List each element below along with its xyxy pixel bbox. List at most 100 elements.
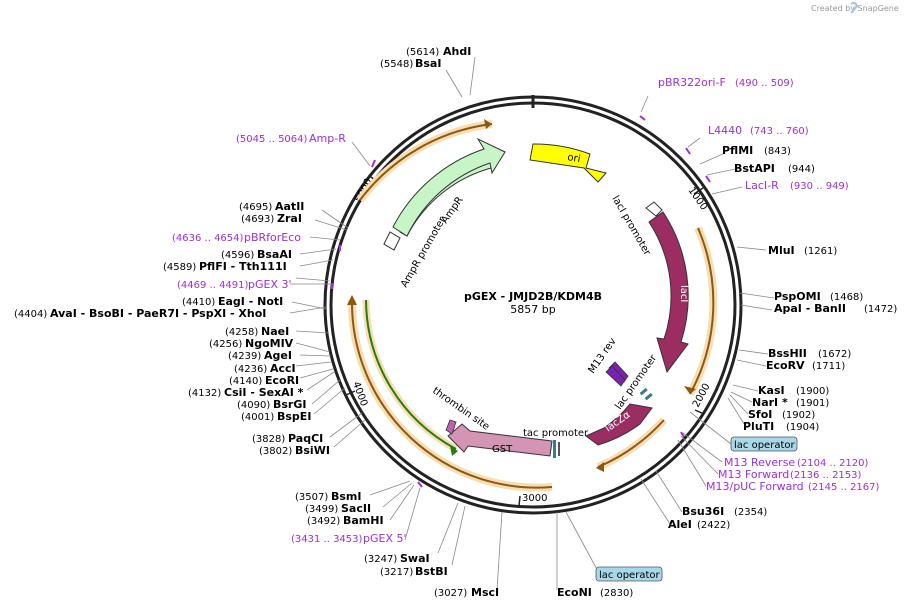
svg-text:(743 .. 760): (743 .. 760) [750,126,809,137]
enzyme-ecorv[interactable]: EcoRV (1711) [766,359,845,372]
svg-text:M13 Reverse: M13 Reverse [724,456,795,469]
svg-text:(1900): (1900) [796,386,829,397]
svg-text:EagI - NotI: EagI - NotI [218,295,283,308]
feature-thrombin-site[interactable] [445,419,457,435]
svg-text:L4440: L4440 [708,124,742,137]
enzyme-kasi[interactable]: KasI (1900) [758,384,829,397]
svg-text:(4239): (4239) [228,351,261,362]
enzyme-nari[interactable]: NarI * (1901) [752,396,829,409]
enzyme-sacii[interactable]: (3499) SacII [305,502,371,515]
enzyme-bsshii[interactable]: BssHII (1672) [768,347,851,360]
enzyme-bstbi[interactable]: (3217) BstBI [380,565,448,578]
orf-arc-inner-left [362,299,458,456]
primer-m13-reverse[interactable]: M13 Reverse (2104 .. 2120) [724,456,869,469]
enzyme-bspei[interactable]: (4001) BspEI [241,410,311,423]
enzyme-ngomiv[interactable]: (4256) NgoMIV [209,337,294,350]
primer-laci-r[interactable]: LacI-R (930 .. 949) [745,179,849,192]
snapgene-logo-icon [850,1,859,14]
svg-text:EcoRI: EcoRI [265,374,299,387]
svg-text:(3247): (3247) [364,554,397,565]
svg-text:PflMI: PflMI [722,144,753,157]
enzyme-sfoi[interactable]: SfoI (1902) [748,408,815,421]
feature-tac-promoter-label: tac promoter [523,428,589,439]
svg-text:BspEI: BspEI [277,410,311,423]
enzyme-econi[interactable]: EcoNI (2830) [557,586,633,599]
enzyme-mlui[interactable]: MluI (1261) [768,244,837,257]
svg-text:(4140): (4140) [229,376,262,387]
svg-text:PflFI - Tth111I: PflFI - Tth111I [199,260,287,273]
enzyme-bsmi[interactable]: (3507) BsmI [295,490,362,503]
leader-lines [289,56,775,591]
primer-pgex-5[interactable]: (3431 .. 3453) pGEX 5' [291,532,407,545]
primer-pgex-3[interactable]: (4469 .. 4491) pGEX 3' [177,278,292,291]
enzyme-apai-banii[interactable]: ApaI - BanII (1472) [774,302,897,315]
feature-ori[interactable]: ori [529,143,607,183]
enzyme-acci[interactable]: (4236) AccI [234,362,296,375]
enzyme-pspomi[interactable]: PspOMI (1468) [774,290,863,303]
enzyme-aatii[interactable]: (4695) AatII [239,200,304,213]
enzyme-swai[interactable]: (3247) SwaI [364,552,430,565]
svg-text:lacI: lacI [678,285,689,302]
svg-text:(1472): (1472) [864,304,897,315]
primer-m13-forward[interactable]: M13 Forward (2136 .. 2153) [718,468,862,481]
enzyme-eagi-noti[interactable]: (4410) EagI - NotI [182,295,283,308]
svg-text:(4404): (4404) [14,309,47,320]
enzyme-bamhi[interactable]: (3492) BamHI [307,514,384,527]
feature-tac-operator-marks [553,440,560,458]
enzyme-agei[interactable]: (4239) AgeI [228,349,292,362]
svg-text:(5045 .. 5064): (5045 .. 5064) [236,134,308,145]
enzyme-bsrgi[interactable]: (4090) BsrGI [237,398,306,411]
feature-laci[interactable]: lacI [648,211,689,374]
enzyme-paqci[interactable]: (3828) PaqCI [252,432,323,445]
enzyme-ecori[interactable]: (4140) EcoRI [229,374,299,387]
lac-operator-box-bottom[interactable]: lac operator [595,566,663,582]
enzyme-zrai[interactable]: (4693) ZraI [241,212,302,225]
feature-ampr-promoter[interactable] [383,231,401,251]
svg-text:(3431 .. 3453): (3431 .. 3453) [291,534,363,545]
enzyme-alei[interactable]: AleI (2422) [668,518,730,531]
svg-text:BsmI: BsmI [331,490,362,503]
enzyme-csii-sexai[interactable]: (4132) CsiI - SexAI * [188,386,304,399]
feature-laci-promoter-arrow[interactable] [645,201,663,217]
enzyme-bsaai[interactable]: (4596) BsaAI [221,248,292,261]
enzyme-avai-group[interactable]: (4404) AvaI - BsoBI - PaeR7I - PspXI - X… [14,307,266,320]
enzyme-bsiwi[interactable]: (3802) BsiWI [259,444,330,457]
orf-arc-lower-right [596,417,667,472]
svg-text:lac operator: lac operator [599,570,660,581]
enzyme-pflfi-tth111i[interactable]: (4589) PflFI - Tth111I [163,260,287,273]
feature-laci-promoter-label: lacI promoter [609,194,652,258]
svg-text:(4693): (4693) [241,214,274,225]
svg-text:(3027): (3027) [434,588,467,599]
enzyme-bstapi[interactable]: BstAPI (944) [734,162,815,175]
primer-pbr322ori-f[interactable]: pBR322ori-F (490 .. 509) [658,76,794,89]
enzyme-msci[interactable]: (3027) MscI [434,586,499,599]
svg-text:PluTI: PluTI [743,420,774,433]
enzyme-naei[interactable]: (4258) NaeI [225,325,289,338]
svg-text:BsaAI: BsaAI [257,248,292,261]
enzyme-bsu36i[interactable]: Bsu36I (2354) [682,505,767,518]
svg-text:MscI: MscI [471,586,499,599]
svg-text:AhdI: AhdI [443,45,471,58]
svg-text:(4258): (4258) [225,327,258,338]
primer-amp-r[interactable]: (5045 .. 5064) Amp-R [236,132,346,145]
svg-text:(2136 .. 2153): (2136 .. 2153) [790,470,862,481]
enzyme-bsai[interactable]: (5548) BsaI [380,57,441,70]
enzyme-ahdi[interactable]: (5614) AhdI [406,45,471,58]
orf-arc-right [684,226,718,396]
enzyme-pflmi[interactable]: PflMI (843) [722,144,791,157]
feature-gst[interactable]: GST [447,423,553,457]
svg-text:SacII: SacII [341,502,371,515]
svg-text:(4236): (4236) [234,364,267,375]
feature-m13-rev[interactable] [605,361,629,387]
svg-text:(1904): (1904) [786,422,819,433]
enzyme-pluti[interactable]: PluTI (1904) [743,420,819,433]
primer-pbrforeco[interactable]: (4636 .. 4654) pBRforEco [172,231,301,244]
primer-m13-puc-forward[interactable]: M13/pUC Forward (2145 .. 2167) [706,480,880,493]
plasmid-length: 5857 bp [510,303,555,316]
svg-text:ori: ori [566,152,581,165]
svg-text:(490 .. 509): (490 .. 509) [735,78,794,89]
primer-l4440[interactable]: L4440 (743 .. 760) [708,124,809,137]
svg-text:PspOMI: PspOMI [774,290,821,303]
svg-text:(944): (944) [788,164,815,175]
lac-operator-box-right[interactable]: lac operator [730,436,798,452]
